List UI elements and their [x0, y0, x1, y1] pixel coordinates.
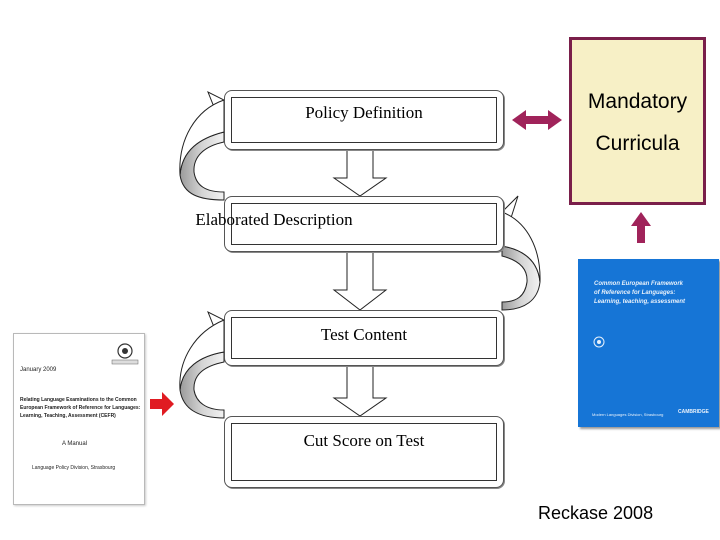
curricula-label: Curricula [595, 132, 680, 155]
policy-definition-label: Policy Definition [305, 103, 423, 122]
cefr-book-cover-image: Common European Framework of Reference f… [578, 259, 719, 427]
left-loop-arrow-bottom [179, 310, 225, 419]
box-policy-definition: Policy Definition [224, 90, 504, 150]
down-arrow-3 [332, 363, 388, 417]
council-of-europe-logo-icon [111, 343, 139, 365]
box-test-content: Test Content [224, 310, 504, 366]
box-cut-score: Cut Score on Test [224, 416, 504, 488]
council-star-circle-icon [593, 336, 605, 348]
manual-title-line2: European Framework of Reference for Lang… [20, 405, 141, 411]
manual-division: Language Policy Division, Strasbourg [32, 465, 116, 471]
book-publisher: CAMBRIDGE [678, 409, 709, 415]
down-arrow-2 [332, 249, 388, 311]
box-elaborated-description: Elaborated Description [195, 196, 504, 252]
manual-subtitle: A Manual [62, 441, 88, 447]
manual-title-line1: Relating Language Examinations to the Co… [20, 397, 137, 403]
down-arrow-1 [332, 149, 388, 197]
double-arrow [512, 110, 562, 130]
manual-document-image: January 2009 Relating Language Examinati… [13, 333, 145, 505]
mandatory-curricula-box: Mandatory Curricula [569, 37, 706, 205]
book-title-line1: Common European Framework [594, 281, 684, 287]
reckase-credit: Reckase 2008 [538, 503, 654, 523]
red-arrow [150, 392, 174, 416]
left-loop-arrow-top [179, 90, 225, 201]
up-arrow [631, 212, 651, 243]
test-content-label: Test Content [320, 325, 408, 344]
book-title-line2: of Reference for Languages: [594, 290, 676, 296]
mandatory-label: Mandatory [587, 90, 688, 113]
manual-date: January 2009 [20, 367, 57, 373]
book-title-line3: Learning, teaching, assessment [594, 299, 686, 305]
cut-score-label: Cut Score on Test [303, 431, 425, 450]
elaborated-description-label: Elaborated Description [195, 210, 353, 229]
right-loop-arrow [501, 195, 541, 311]
manual-title-line3: Learning, Teaching, Assessment (CEFR) [20, 413, 116, 419]
book-footer-left: Modern Languages Division, Strasbourg [592, 412, 664, 417]
